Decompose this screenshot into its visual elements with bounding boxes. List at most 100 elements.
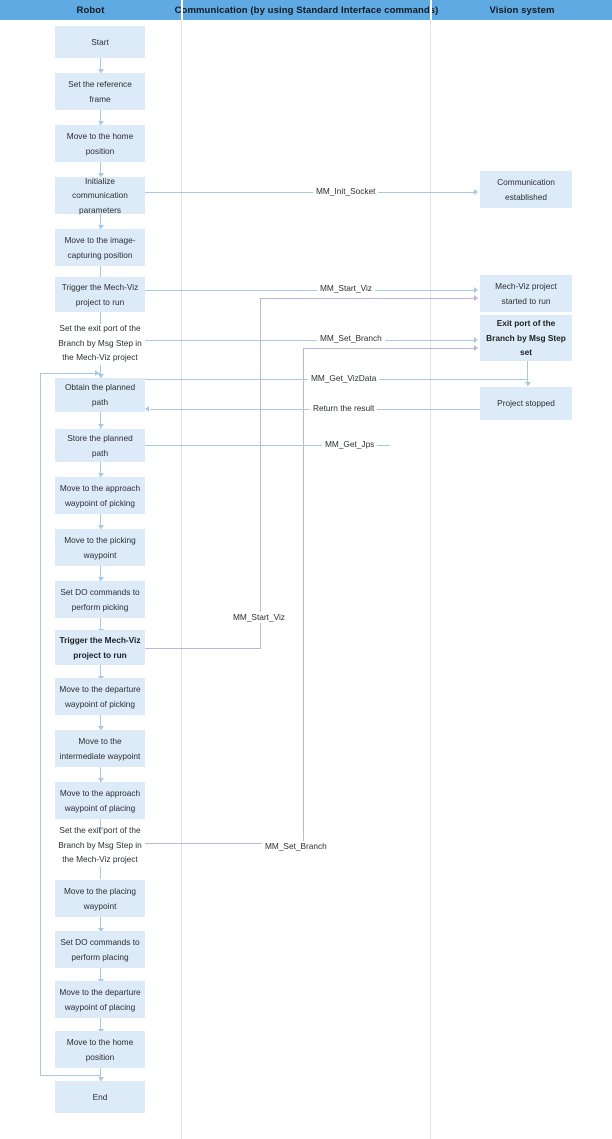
lane-header-separator-1 [181, 0, 183, 20]
node-set-exit-port-1[interactable]: Set the exit port of the Branch by Msg S… [50, 320, 150, 366]
node-trigger-viz-2[interactable]: Trigger the Mech-Viz project to run [55, 630, 145, 665]
connector-departure-picking-to-intermediate [100, 715, 101, 730]
node-start-label: Start [91, 36, 109, 47]
node-move-image-capture[interactable]: Move to the image-capturing position [55, 229, 145, 266]
purpleline-start-viz-1-vertical [260, 298, 261, 648]
connector-move-home-to-init-comm [100, 162, 101, 177]
loopback-vertical-segment [40, 373, 41, 1075]
connector-obtain-path-to-store-path [100, 412, 101, 429]
connector-set-reference-to-move-home [100, 110, 101, 125]
connector-start-to-set-reference [100, 58, 101, 73]
node-comm-established[interactable]: Communication established [480, 171, 572, 208]
arrowhead-set-reference [97, 69, 104, 73]
node-placing-waypoint[interactable]: Move to the placing waypoint [55, 880, 145, 917]
node-intermediate[interactable]: Move to the intermediate waypoint [55, 730, 145, 767]
node-approach-placing[interactable]: Move to the approach waypoint of placing [55, 782, 145, 819]
node-set-exit-port-2-label: Set the exit port of the Branch by Msg S… [58, 825, 142, 865]
connector-do-picking-to-trigger-viz-2 [100, 618, 101, 633]
msgline-set-branch-1 [145, 340, 475, 341]
lane-header-vision: Vision system [489, 4, 555, 16]
node-move-home-2[interactable]: Move to the home position [55, 1031, 145, 1068]
node-obtain-path[interactable]: Obtain the planned path [55, 378, 145, 412]
node-trigger-viz-1[interactable]: Trigger the Mech-Viz project to run [55, 277, 145, 312]
node-end-label: End [92, 1091, 108, 1102]
node-init-comm-label: Initialize communication parameters [72, 175, 128, 215]
node-do-picking[interactable]: Set DO commands to perform picking [55, 581, 145, 618]
message-label-init-socket: MM_Init_Socket [313, 186, 379, 197]
node-end[interactable]: End [55, 1081, 145, 1113]
connector-store-path-to-approach-picking [100, 462, 101, 477]
msgline-get-jps [145, 445, 390, 446]
purpleline-set-branch-vertical [303, 348, 304, 843]
connector-trigger-viz-2-to-departure-picking [100, 665, 101, 680]
node-exit-port-set-label: Exit port of the Branch by Msg Step set [486, 318, 566, 358]
purpleline-set-branch-bottom [145, 843, 304, 844]
node-departure-picking-label: Move to the departure waypoint of pickin… [59, 683, 141, 709]
node-store-path[interactable]: Store the planned path [55, 429, 145, 462]
connector-set-exit-port-to-obtain-path [100, 365, 101, 379]
arrowhead-do-picking [97, 577, 104, 581]
connector-approach-placing-to-set-exit-port-2 [100, 819, 101, 833]
connector-approach-picking-to-picking-waypoint [100, 514, 101, 529]
node-set-exit-port-2[interactable]: Set the exit port of the Branch by Msg S… [50, 822, 150, 868]
message-label-get-jps: MM_Get_Jps [322, 439, 378, 450]
connector-intermediate-to-approach-placing [100, 767, 101, 782]
node-intermediate-label: Move to the intermediate waypoint [59, 735, 141, 761]
node-departure-placing-label: Move to the departure waypoint of placin… [59, 986, 141, 1012]
node-departure-picking[interactable]: Move to the departure waypoint of pickin… [55, 678, 145, 715]
lane-header-communication: Communication (by using Standard Interfa… [174, 4, 439, 16]
msgline-start-viz-1 [145, 290, 475, 291]
msgline-init-socket [145, 192, 475, 193]
connector-departure-placing-to-move-home-2 [100, 1018, 101, 1033]
node-store-path-label: Store the planned path [67, 432, 133, 458]
lane-header-separator-2 [430, 0, 432, 20]
node-exit-port-set[interactable]: Exit port of the Branch by Msg Step set [480, 315, 572, 361]
arrowhead-set-branch-1 [474, 337, 478, 343]
connector-picking-waypoint-to-do-picking [100, 566, 101, 581]
purpleline-start-viz-1-bottom [145, 648, 261, 649]
arrowhead-set-exit-port-2 [97, 827, 104, 831]
lane-header-band [0, 0, 612, 20]
node-do-picking-label: Set DO commands to perform picking [60, 586, 140, 612]
arrowhead-picking-waypoint [97, 525, 104, 529]
node-departure-placing[interactable]: Move to the departure waypoint of placin… [55, 981, 145, 1018]
node-set-reference-label: Set the reference frame [68, 78, 132, 104]
node-obtain-path-label: Obtain the planned path [64, 382, 136, 407]
node-approach-placing-label: Move to the approach waypoint of placing [59, 787, 141, 813]
message-label-set-branch-1: MM_Set_Branch [317, 333, 385, 344]
node-set-reference[interactable]: Set the reference frame [55, 73, 145, 110]
arrowhead-project-stopped [524, 382, 531, 386]
message-label-get-vizdata: MM_Get_VizData [308, 373, 380, 384]
connector-exit-port-set-to-project-stopped [527, 361, 528, 386]
node-move-image-capture-label: Move to the image-capturing position [64, 234, 136, 260]
arrowhead-end [97, 1077, 104, 1081]
node-move-home-1-label: Move to the home position [66, 130, 134, 156]
connector-trigger-viz-to-set-exit-port [100, 312, 101, 324]
node-comm-established-label: Communication established [497, 176, 555, 202]
node-picking-waypoint[interactable]: Move to the picking waypoint [55, 529, 145, 566]
connector-init-comm-to-move-image [100, 214, 101, 229]
loopback-bottom-segment [40, 1075, 100, 1076]
node-viz-started[interactable]: Mech-Viz project started to run [480, 275, 572, 312]
lane-divider-robot-communication [181, 20, 182, 1139]
purpleline-start-viz-1-top [260, 298, 475, 299]
node-picking-waypoint-label: Move to the picking waypoint [64, 534, 136, 560]
connector-move-image-to-trigger-viz [100, 266, 101, 281]
node-do-placing[interactable]: Set DO commands to perform placing [55, 931, 145, 968]
arrowhead-move-image-capture [97, 225, 104, 229]
node-move-home-2-label: Move to the home position [66, 1036, 134, 1062]
lane-divider-communication-vision [430, 20, 431, 1139]
arrowhead-store-path [97, 424, 104, 428]
lane-header-robot: Robot [76, 4, 105, 16]
node-project-stopped[interactable]: Project stopped [480, 387, 572, 420]
node-init-comm[interactable]: Initialize communication parameters [55, 176, 145, 215]
arrowhead-return-result [145, 406, 149, 412]
node-approach-picking[interactable]: Move to the approach waypoint of picking [55, 477, 145, 514]
arrowhead-approach-placing [97, 778, 104, 782]
message-label-start-viz-1: MM_Start_Viz [317, 283, 375, 294]
node-start[interactable]: Start [55, 26, 145, 58]
message-label-start-viz-2: MM_Start_Viz [230, 612, 288, 623]
arrowhead-move-home-1 [97, 121, 104, 125]
node-move-home-1[interactable]: Move to the home position [55, 125, 145, 162]
message-label-set-branch-2: MM_Set_Branch [262, 841, 330, 852]
